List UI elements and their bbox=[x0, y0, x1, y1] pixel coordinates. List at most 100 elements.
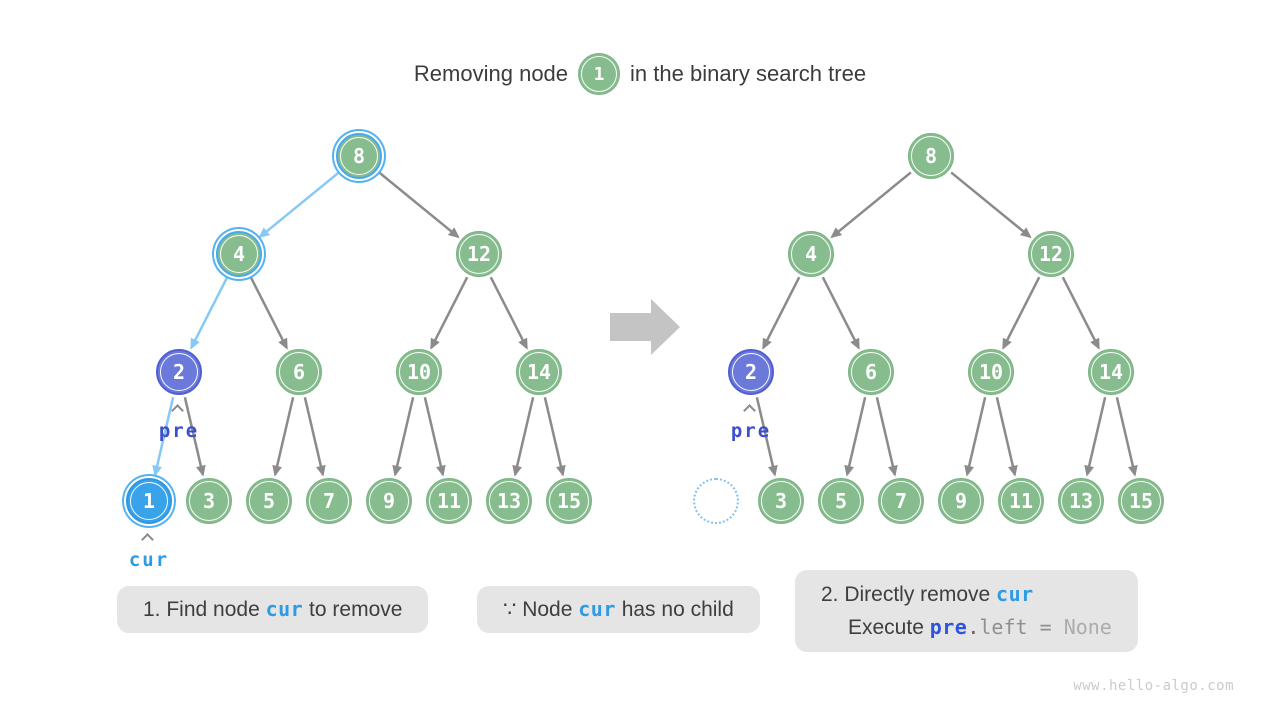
box-line: 2. Directly remove cur bbox=[821, 578, 1034, 611]
node-value: 10 bbox=[978, 360, 1004, 384]
node-value: 12 bbox=[466, 242, 492, 266]
segment-plain: to remove bbox=[303, 598, 403, 621]
pointer-label-pre: pre bbox=[158, 420, 200, 442]
node-value: 1 bbox=[142, 489, 156, 513]
watermark: www.hello-algo.com bbox=[1073, 678, 1234, 694]
node-value: 5 bbox=[262, 489, 276, 513]
tree-node-after-6: 6 bbox=[848, 349, 894, 395]
tree-edge-L2-L3 bbox=[183, 397, 206, 477]
segment-plain: has no child bbox=[615, 598, 734, 621]
node-value: 8 bbox=[352, 144, 366, 168]
tree-node-before-7: 7 bbox=[306, 478, 352, 524]
node-value: 13 bbox=[496, 489, 522, 513]
tree-node-before-14: 14 bbox=[516, 349, 562, 395]
tree-edge-L14-L13 bbox=[512, 397, 535, 477]
tree-edge-L8-L4 bbox=[258, 171, 340, 239]
tree-edge-L6-L5 bbox=[272, 397, 295, 477]
tree-node-after-9: 9 bbox=[938, 478, 984, 524]
segment-cur: cur bbox=[578, 597, 616, 621]
tree-node-before-9: 9 bbox=[366, 478, 412, 524]
pointer-label-pre: pre bbox=[730, 420, 772, 442]
tree-edge-R12-R14 bbox=[1061, 276, 1100, 350]
tree-node-after-3: 3 bbox=[758, 478, 804, 524]
segment-plain: 1. Find node bbox=[143, 598, 266, 621]
tree-node-after-11: 11 bbox=[998, 478, 1044, 524]
tree-node-after-15: 15 bbox=[1118, 478, 1164, 524]
node-value: 5 bbox=[834, 489, 848, 513]
tree-edge-L8-L12 bbox=[378, 171, 460, 239]
tree-edge-R4-R6 bbox=[821, 276, 860, 350]
node-value: 15 bbox=[1128, 489, 1154, 513]
segment-code: = bbox=[1027, 615, 1064, 639]
tree-edge-L12-L14 bbox=[489, 276, 528, 350]
node-value: 9 bbox=[954, 489, 968, 513]
node-value: 11 bbox=[436, 489, 462, 513]
node-value: 2 bbox=[172, 360, 186, 384]
node-value: 6 bbox=[292, 360, 306, 384]
node-value: 2 bbox=[744, 360, 758, 384]
tree-node-before-3: 3 bbox=[186, 478, 232, 524]
node-value: 7 bbox=[322, 489, 336, 513]
tree-node-before-15: 15 bbox=[546, 478, 592, 524]
tree-edge-L12-L10 bbox=[430, 276, 469, 350]
node-value: 6 bbox=[864, 360, 878, 384]
tree-edge-L10-L11 bbox=[423, 397, 446, 477]
tree-edge-R10-R9 bbox=[964, 397, 987, 477]
node-value: 3 bbox=[774, 489, 788, 513]
tree-edge-R8-R4 bbox=[830, 171, 912, 239]
node-value: 10 bbox=[406, 360, 432, 384]
node-value: 4 bbox=[232, 242, 246, 266]
segment-pre: pre bbox=[929, 615, 968, 639]
segment-cur: cur bbox=[265, 597, 304, 621]
tree-node-before-10: 10 bbox=[396, 349, 442, 395]
segment-code: left bbox=[979, 615, 1028, 639]
tree-edge-L4-L2 bbox=[190, 276, 229, 350]
tree-node-after-10: 10 bbox=[968, 349, 1014, 395]
segment-none: None bbox=[1063, 615, 1112, 639]
tree-node-after-14: 14 bbox=[1088, 349, 1134, 395]
node-value: 3 bbox=[202, 489, 216, 513]
segment-dot: . bbox=[967, 615, 980, 639]
node-value: 14 bbox=[1098, 360, 1124, 384]
node-value: 14 bbox=[526, 360, 552, 384]
box-line: Execute pre.left = None bbox=[821, 611, 1112, 644]
tree-node-before-12: 12 bbox=[456, 231, 502, 277]
tree-edge-R14-R15 bbox=[1115, 397, 1138, 477]
transition-arrow-icon bbox=[610, 299, 680, 355]
node-value: 9 bbox=[382, 489, 396, 513]
title-node-badge-value: 1 bbox=[593, 63, 605, 85]
segment-plain: 2. Directly remove bbox=[821, 583, 997, 606]
node-value: 13 bbox=[1068, 489, 1094, 513]
pointer-label-cur: cur bbox=[128, 549, 170, 571]
tree-edge-R6-R7 bbox=[875, 397, 898, 477]
node-value: 15 bbox=[556, 489, 582, 513]
tree-edge-R12-R10 bbox=[1002, 276, 1041, 350]
tree-node-before-13: 13 bbox=[486, 478, 532, 524]
box-line: ∵ Node cur has no child bbox=[503, 593, 734, 626]
node-value: 7 bbox=[894, 489, 908, 513]
tree-edge-L4-L6 bbox=[249, 276, 288, 350]
node-value: 8 bbox=[924, 144, 938, 168]
node-value: 4 bbox=[804, 242, 818, 266]
segment-plain: Execute bbox=[848, 616, 930, 639]
tree-node-before-2: 2 bbox=[156, 349, 202, 395]
tree-node-after-12: 12 bbox=[1028, 231, 1074, 277]
tree-node-after-4: 4 bbox=[788, 231, 834, 277]
tree-edge-L10-L9 bbox=[392, 397, 415, 477]
step-box-1: 1. Find node cur to remove bbox=[117, 586, 429, 633]
tree-node-after-5: 5 bbox=[818, 478, 864, 524]
tree-edge-R2-R3 bbox=[755, 397, 778, 477]
tree-edge-R6-R5 bbox=[844, 397, 867, 477]
tree-node-before-6: 6 bbox=[276, 349, 322, 395]
tree-node-before-11: 11 bbox=[426, 478, 472, 524]
tree-edge-L2-L1 bbox=[152, 397, 175, 477]
tree-edge-L14-L15 bbox=[543, 397, 566, 477]
tree-node-before-4: 4 bbox=[216, 231, 262, 277]
tree-edge-R14-R13 bbox=[1084, 397, 1107, 477]
tree-edge-R8-R12 bbox=[950, 171, 1032, 239]
tree-node-before-5: 5 bbox=[246, 478, 292, 524]
tree-edge-R10-R11 bbox=[995, 397, 1018, 477]
